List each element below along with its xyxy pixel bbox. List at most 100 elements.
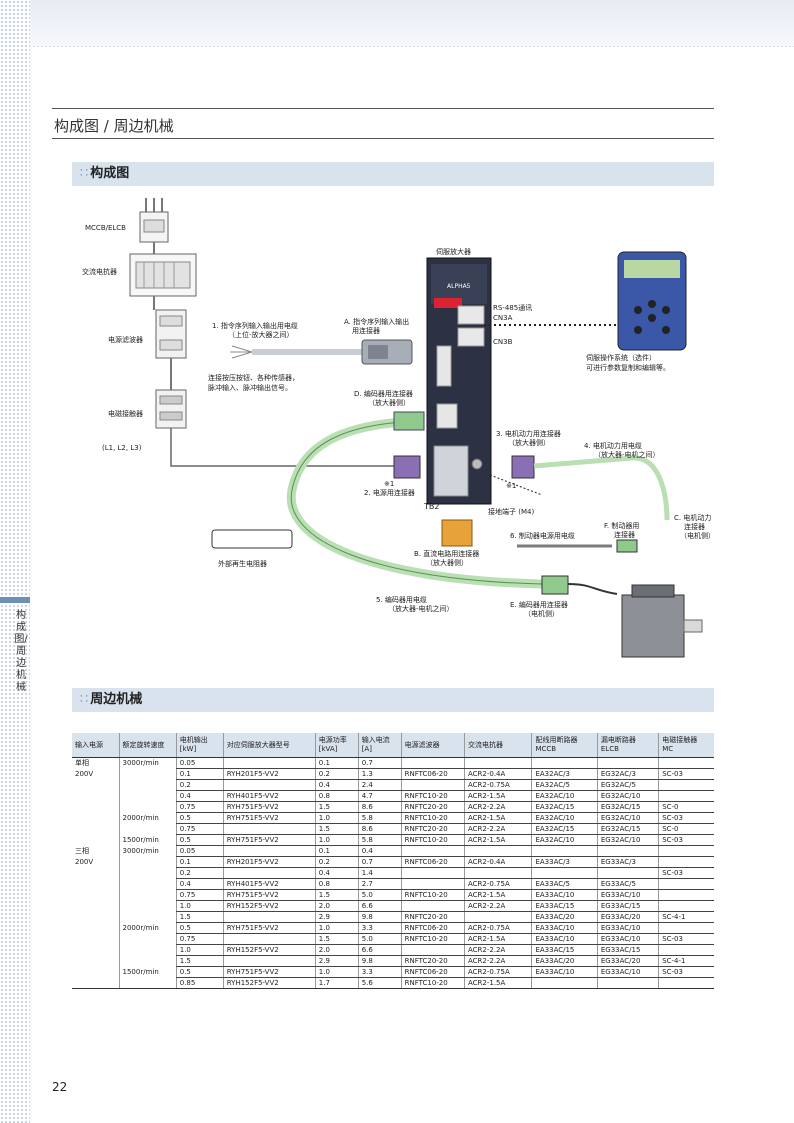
- table-cell: EA33AC/15: [531, 944, 598, 956]
- motor-power-cable: [533, 455, 670, 521]
- table-cell: 0.75: [175, 801, 224, 813]
- table-cell: [658, 889, 714, 901]
- table-cell: 0.4: [357, 845, 402, 857]
- table-cell: [72, 879, 119, 890]
- table-cell: [658, 944, 714, 956]
- label-conn-b-l2: （放大器侧）: [426, 559, 468, 567]
- table-cell: [658, 900, 714, 912]
- table-cell: [118, 878, 177, 890]
- label-conn-e-l2: （电机侧）: [524, 610, 559, 618]
- table-cell: 单相: [75, 758, 89, 767]
- label-amp-title: 伺服放大器: [436, 248, 471, 256]
- table-cell: RNFTC20-20: [400, 823, 465, 835]
- table-cell: RYH201F5-VV2: [222, 856, 316, 868]
- table-cell: EA33AC/15: [531, 900, 598, 912]
- table-cell: [596, 845, 659, 857]
- label-cable5-l2: （放大器-电机之间）: [388, 605, 454, 613]
- table-cell: [400, 845, 465, 857]
- table-cell: 1500r/min: [118, 966, 177, 978]
- ac-reactor-icon: [129, 253, 197, 297]
- table-cell: [463, 911, 532, 923]
- table-cell: 3.3: [357, 922, 402, 934]
- label-rs485: RS-485通讯: [493, 304, 533, 312]
- label-signals-l1: 连接按压按钮、各种传感器，: [208, 374, 299, 382]
- contactor-icon: [155, 389, 187, 429]
- label-ground: 接地端子 (M4): [488, 508, 535, 516]
- table-cell: 8.6: [357, 823, 402, 835]
- table-cell: 1.5: [314, 823, 359, 835]
- table-cell: [658, 878, 714, 890]
- table-cell: [222, 845, 316, 857]
- table-cell: [658, 977, 714, 989]
- table-cell: [118, 867, 177, 879]
- label-cable1-l1: 1. 指令序列输入输出用电缆: [212, 322, 298, 330]
- table-cell: [658, 856, 714, 868]
- table-cell: 0.8: [314, 878, 359, 890]
- table-cell: ACR2-0.75A: [463, 966, 532, 978]
- table-cell: EG33AC/10: [596, 889, 659, 901]
- table-cell: RNFTC06-20: [400, 922, 465, 934]
- section-header-peripherals: ∷周边机械: [72, 688, 714, 712]
- table-cell: 1500r/min: [118, 834, 177, 846]
- label-conn-c-l3: （电机侧）: [680, 532, 715, 540]
- table-cell: [400, 779, 465, 791]
- table-cell: 0.2: [175, 779, 224, 791]
- title-rule-top: [52, 108, 714, 109]
- table-cell: 0.75: [175, 889, 224, 901]
- table-cell: 3000r/min: [118, 845, 177, 857]
- table-cell: RYH401F5-VV2: [222, 790, 316, 802]
- table-cell: [118, 944, 177, 956]
- table-cell: [531, 757, 598, 769]
- table-cell: [463, 867, 532, 879]
- dc-connector-b: [441, 519, 473, 547]
- table-cell: [222, 933, 316, 945]
- table-cell: [72, 956, 119, 967]
- label-contactor: 电磁接触器: [108, 410, 143, 418]
- table-cell: 0.85: [175, 977, 224, 989]
- servo-amplifier: [426, 257, 492, 505]
- label-cable1-l2: （上位-放大器之间）: [228, 331, 294, 339]
- table-cell: 5.0: [357, 933, 402, 945]
- table-cell: RNFTC10-20: [400, 977, 465, 989]
- keypad-icon: [617, 251, 687, 351]
- table-cell: [72, 824, 119, 835]
- servo-motor-icon: [621, 584, 703, 658]
- table-cell: RNFTC10-20: [400, 834, 465, 846]
- side-tab-label: 构成图/周边机械: [14, 610, 28, 693]
- label-conn-c-l2: 连接器: [684, 523, 705, 531]
- table-cell: [72, 934, 119, 945]
- table-cell: [72, 912, 119, 923]
- table-cell: RYH751F5-VV2: [222, 812, 316, 824]
- table-cell: EA33AC/10: [531, 922, 598, 934]
- table-cell: ACR2-0.4A: [463, 768, 532, 780]
- table-cell: 3.3: [357, 966, 402, 978]
- table-cell: RNFTC20-20: [400, 911, 465, 923]
- table-header-cell: 交流电抗器: [463, 733, 532, 758]
- table-cell: 三相: [75, 846, 89, 855]
- label-conn-f-l2: 连接器: [614, 531, 635, 539]
- label-keypad-note1: 伺服操作系统（选件）: [586, 354, 656, 362]
- table-cell: 2.9: [314, 911, 359, 923]
- table-cell: 0.1: [314, 845, 359, 857]
- table-cell: 0.75: [175, 933, 224, 945]
- table-cell: SC-03: [658, 834, 714, 846]
- table-cell: RYH201F5-VV2: [222, 768, 316, 780]
- table-cell: 1.0: [314, 922, 359, 934]
- table-cell: ACR2-2.2A: [463, 823, 532, 835]
- table-cell: [72, 945, 119, 956]
- table-cell: EA32AC/15: [531, 801, 598, 813]
- table-cell: EA33AC/3: [531, 856, 598, 868]
- power-connector: [393, 455, 421, 479]
- table-cell: 1.0: [175, 900, 224, 912]
- table-cell: 4.7: [357, 790, 402, 802]
- table-cell: RNFTC10-20: [400, 812, 465, 824]
- table-cell: 0.5: [175, 834, 224, 846]
- table-cell: [118, 856, 177, 868]
- top-band: [30, 0, 794, 46]
- label-conn-e-l1: E. 编码器用连接器: [510, 601, 568, 609]
- table-cell: [596, 867, 659, 879]
- table-cell: 1.4: [357, 867, 402, 879]
- table-cell: 0.4: [175, 790, 224, 802]
